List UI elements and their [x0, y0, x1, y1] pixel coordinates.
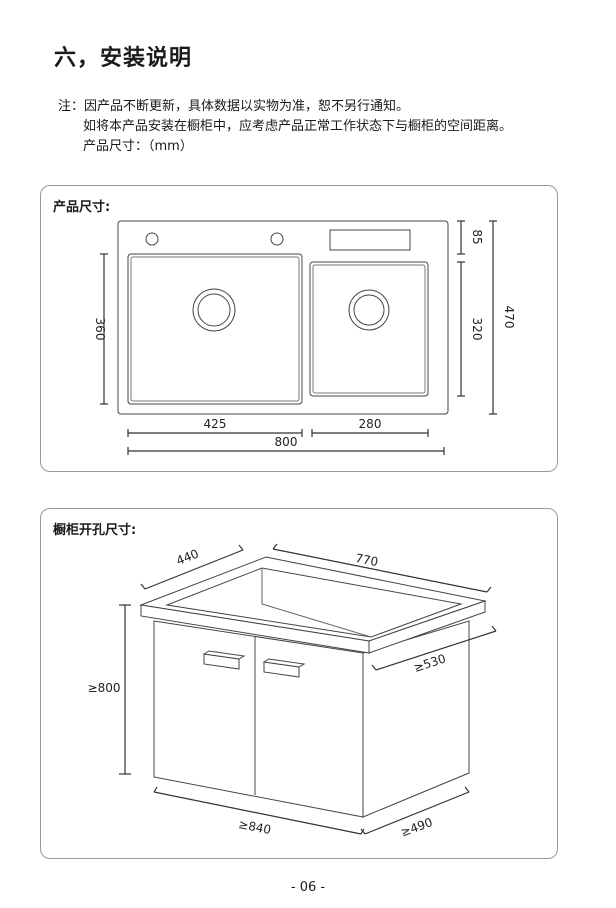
dim-label-440: 440: [174, 547, 200, 569]
dim-label-360: 360: [93, 318, 107, 341]
control-panel: [329, 229, 411, 251]
page-number: - 06 -: [290, 880, 326, 895]
product-dimension-title: 产品尺寸:: [53, 200, 111, 215]
left-drain: [192, 288, 236, 332]
cabinet-cutout-panel: 橱柜开孔尺寸:: [40, 508, 558, 859]
note-line-1: 注：因产品不断更新，具体数据以实物为准，恕不另行通知。: [58, 99, 410, 114]
dim-label-470: 470: [502, 306, 516, 329]
cabinet-side: [362, 620, 470, 818]
dim-label-840: ≥840: [237, 817, 272, 837]
dim-label-425: 425: [204, 417, 227, 431]
right-bowl: [309, 261, 429, 397]
note-line-3: 产品尺寸：（mm）: [83, 139, 193, 154]
sink-outline: [117, 220, 449, 415]
cutout-opening: [165, 567, 463, 638]
right-drain: [348, 289, 390, 331]
dim-label-320: 320: [470, 318, 484, 341]
left-drain-inner: [197, 293, 231, 327]
countertop-side: [368, 600, 486, 654]
dim-line-490: [364, 791, 470, 835]
left-bowl-inner: [130, 256, 300, 402]
dim-label-770: 770: [354, 551, 379, 569]
product-dimension-panel: 产品尺寸:: [40, 185, 558, 472]
tap-hole-left: [145, 232, 159, 246]
note-line-2: 如将本产品安装在橱柜中，应考虑产品正常工作状态下与橱柜的空间距离。: [83, 119, 513, 134]
left-bowl: [127, 253, 303, 405]
dim-label-800: 800: [275, 435, 298, 449]
tap-hole-right: [270, 232, 284, 246]
dim-label-280: 280: [359, 417, 382, 431]
dim-label-800: ≥800: [88, 681, 121, 695]
dim-line-530: [375, 630, 497, 671]
cabinet-front: [153, 620, 364, 818]
dim-line-840: [153, 791, 362, 835]
right-drain-inner: [353, 294, 385, 326]
section-heading: 六，安装说明: [54, 46, 193, 71]
cabinet-isometric-drawing: 440 770 ≥530 ≥800 ≥840 ≥490: [88, 543, 497, 839]
dim-line-440: [144, 549, 244, 590]
right-bowl-inner: [312, 264, 426, 394]
cabinet-cutout-title: 橱柜开孔尺寸:: [53, 523, 137, 538]
dim-label-85: 85: [470, 229, 484, 244]
sink-top-view-drawing: 360 85 320 470 425 280 800: [93, 220, 516, 455]
dim-line-770: [272, 548, 488, 593]
